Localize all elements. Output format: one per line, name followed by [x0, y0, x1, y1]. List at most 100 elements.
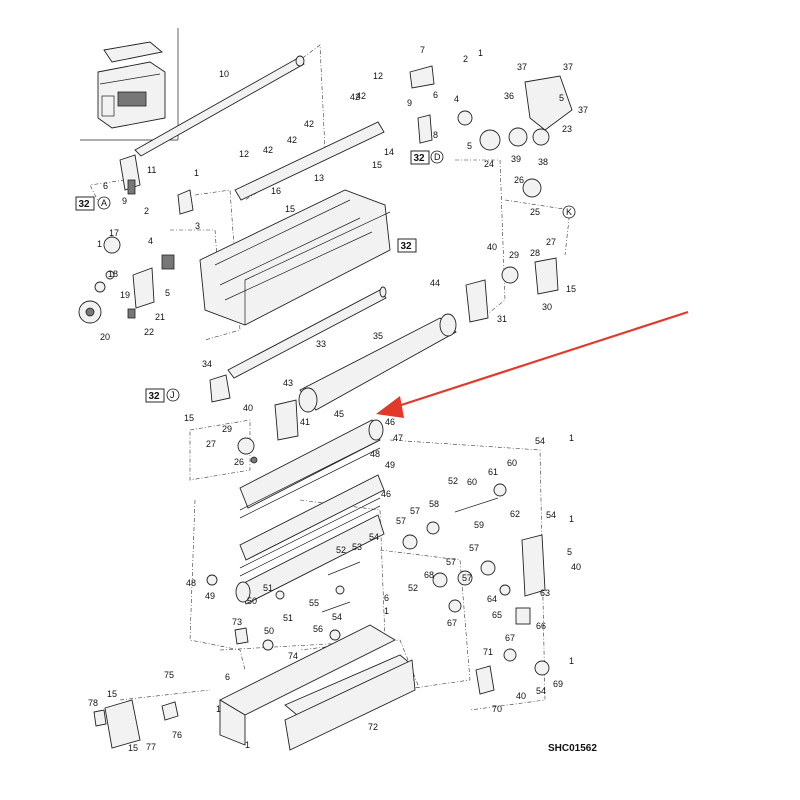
part-label-43: 43 [283, 378, 293, 388]
part-label-50: 50 [264, 626, 274, 636]
part-label-29: 29 [222, 424, 232, 434]
part-label-39: 39 [511, 154, 521, 164]
part-label-7: 7 [420, 45, 425, 55]
part-label-54: 54 [536, 686, 546, 696]
part-label-17: 17 [109, 228, 119, 238]
part-label-42: 42 [350, 92, 360, 102]
part-label-15: 15 [566, 284, 576, 294]
part-label-36: 36 [504, 91, 514, 101]
part-label-48: 48 [370, 449, 380, 459]
part-label-6: 6 [225, 672, 230, 682]
callout-box [410, 150, 430, 165]
part-label-18: 18 [108, 269, 118, 279]
part-label-76: 76 [172, 730, 182, 740]
callout-box [145, 388, 165, 403]
part-label-67: 67 [505, 633, 515, 643]
callout-letter-circle [166, 388, 180, 402]
part-label-1: 1 [478, 48, 483, 58]
part-label-42: 42 [356, 91, 366, 101]
part-label-15: 15 [184, 413, 194, 423]
part-label-49: 49 [205, 591, 215, 601]
part-label-28: 28 [530, 248, 540, 258]
part-label-54: 54 [332, 612, 342, 622]
part-label-3: 3 [195, 221, 200, 231]
part-label-71: 71 [483, 647, 493, 657]
part-label-1: 1 [569, 514, 574, 524]
part-label-16: 16 [271, 186, 281, 196]
callout-number: 32 [149, 391, 161, 402]
callout-number: 32 [79, 199, 91, 210]
machine-thumbnail [80, 28, 179, 141]
callout-K: K [562, 205, 576, 219]
callout-letter-circle [97, 196, 111, 210]
part-label-13: 13 [314, 173, 324, 183]
part-label-42: 42 [263, 145, 273, 155]
part-label-45: 45 [334, 409, 344, 419]
part-label-21: 21 [155, 312, 165, 322]
callout-letter-d: D [434, 152, 441, 162]
part-label-72: 72 [368, 722, 378, 732]
part-label-42: 42 [304, 119, 314, 129]
part-label-19: 19 [120, 290, 130, 300]
part-label-5: 5 [165, 288, 170, 298]
part-label-38: 38 [538, 157, 548, 167]
callout-box [75, 196, 95, 211]
part-label-1: 1 [216, 704, 221, 714]
part-label-40: 40 [243, 403, 253, 413]
part-label-20: 20 [100, 332, 110, 342]
part-label-52: 52 [336, 545, 346, 555]
part-label-60: 60 [507, 458, 517, 468]
part-label-12: 12 [373, 71, 383, 81]
part-label-25: 25 [530, 207, 540, 217]
part-label-47: 47 [393, 433, 403, 443]
part-label-57: 57 [446, 557, 456, 567]
part-label-57: 57 [469, 543, 479, 553]
part-label-6: 6 [384, 593, 389, 603]
part-label-54: 54 [546, 510, 556, 520]
part-label-69: 69 [553, 679, 563, 689]
part-label-37: 37 [578, 105, 588, 115]
part-label-52: 52 [408, 583, 418, 593]
part-label-61: 61 [488, 467, 498, 477]
part-label-1: 1 [384, 606, 389, 616]
part-label-68: 68 [424, 570, 434, 580]
part-label-29: 29 [509, 250, 519, 260]
part-label-55: 55 [309, 598, 319, 608]
part-label-48: 48 [186, 578, 196, 588]
part-label-50: 50 [247, 596, 257, 606]
part-label-4: 4 [454, 94, 459, 104]
part-label-58: 58 [429, 499, 439, 509]
part-label-66: 66 [536, 621, 546, 631]
part-label-layer: 1111111112234455556666789910111212131415… [88, 45, 588, 753]
part-label-1: 1 [569, 656, 574, 666]
part-label-22: 22 [144, 327, 154, 337]
part-label-1: 1 [569, 433, 574, 443]
part-label-40: 40 [487, 242, 497, 252]
part-label-15: 15 [128, 743, 138, 753]
part-label-37: 37 [563, 62, 573, 72]
part-label-54: 54 [535, 436, 545, 446]
callout-32-A: 32 A [75, 196, 111, 211]
parts-drawing [78, 55, 573, 751]
part-label-51: 51 [283, 613, 293, 623]
part-label-74: 74 [288, 651, 298, 661]
part-label-60: 60 [467, 477, 477, 487]
part-label-24: 24 [484, 159, 494, 169]
part-label-49: 49 [385, 460, 395, 470]
part-label-6: 6 [433, 90, 438, 100]
part-label-11: 11 [147, 165, 156, 175]
part-label-37: 37 [517, 62, 527, 72]
part-label-78: 78 [88, 698, 98, 708]
part-label-31: 31 [497, 314, 507, 324]
drawing-code: SHC01562 [548, 743, 597, 754]
part-label-64: 64 [487, 594, 497, 604]
part-label-40: 40 [516, 691, 526, 701]
callout-letter-a: A [101, 198, 107, 208]
part-label-59: 59 [474, 520, 484, 530]
callout-32-main: 32 [397, 238, 417, 253]
part-label-52: 52 [448, 476, 458, 486]
part-label-53: 53 [352, 542, 362, 552]
part-label-42: 42 [287, 135, 297, 145]
part-label-5: 5 [467, 141, 472, 151]
